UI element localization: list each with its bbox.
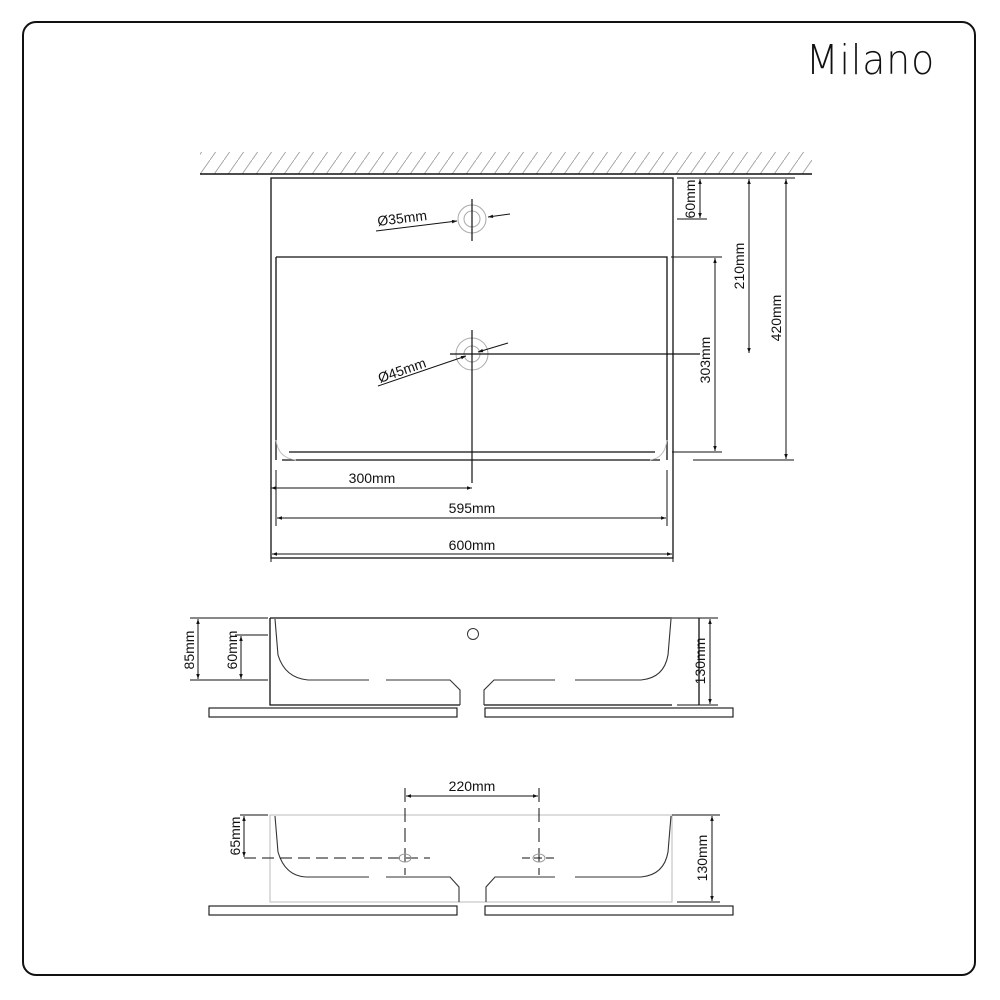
countertop-left: [208, 707, 458, 718]
section-bowl-profile: [274, 815, 672, 902]
basin-outline: [270, 177, 674, 559]
drawing-frame: [22, 21, 976, 976]
dim-85-label: 85mm: [181, 631, 197, 670]
section-view: 220mm 65mm 130mm: [208, 778, 734, 916]
dim-303-label: 303mm: [697, 337, 713, 384]
dim-300-label: 300mm: [349, 470, 396, 486]
tap-hole-icon: [375, 199, 511, 241]
dim-595-label: 595mm: [449, 500, 496, 516]
dim-220-label: 220mm: [449, 778, 496, 794]
bracket-hole-left-icon: [398, 853, 412, 863]
bowl-outline: [275, 256, 668, 460]
dim-60-label: 60mm: [682, 180, 698, 219]
bracket-hole-right-icon: [532, 853, 546, 863]
section-countertop-right: [484, 905, 734, 916]
bowl-profile: [274, 618, 672, 705]
dim-420-label: 420mm: [768, 295, 784, 342]
wall-hatch: [200, 152, 812, 174]
dim-65-label: 65mm: [227, 817, 243, 856]
dim-side-130-label: 130mm: [692, 638, 708, 685]
overflow-hole-icon: [467, 628, 479, 640]
waste-hole-icon: [377, 330, 700, 483]
countertop-right: [484, 707, 734, 718]
dim-side-60-label: 60mm: [224, 631, 240, 670]
top-view: Ø35mm Ø45mm 300mm 595mm 600mm 60mm 210mm: [200, 152, 812, 562]
brand-logo: Milano: [806, 36, 936, 84]
dim-section-130-label: 130mm: [694, 835, 710, 882]
dim-600-label: 600mm: [449, 537, 496, 553]
dim-210-label: 210mm: [731, 243, 747, 290]
section-countertop-left: [208, 905, 458, 916]
waste-hole-label: Ø45mm: [376, 354, 428, 385]
side-view: 85mm 60mm 130mm: [181, 617, 734, 718]
tap-hole-label: Ø35mm: [376, 207, 427, 229]
